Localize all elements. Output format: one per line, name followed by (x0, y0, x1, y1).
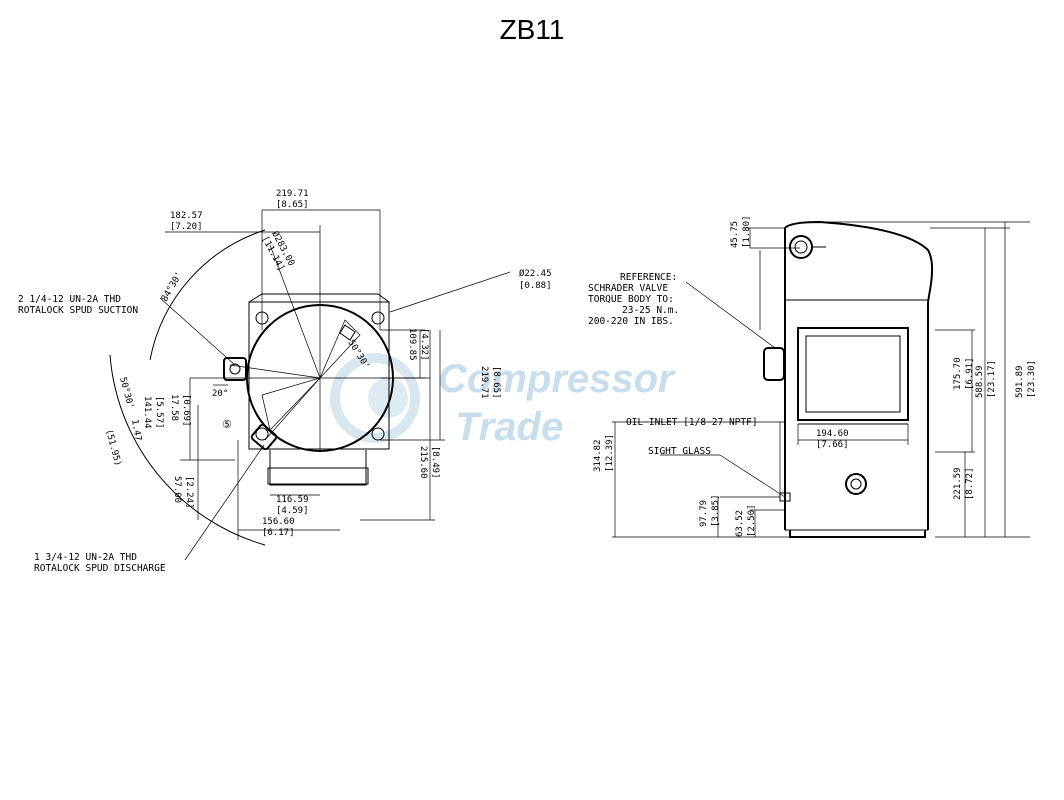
dim-156-60: 156.60 (262, 517, 295, 527)
dim-215-60: 215.60 (418, 446, 428, 479)
dim-219-71-in: [8.65] (276, 200, 309, 210)
sight-glass-label: SIGHT GLASS (648, 446, 711, 457)
dim-45-75-in: [1.80] (742, 215, 752, 248)
dim-182-57: 182.57 (170, 211, 203, 221)
dim-314-82-in: [12.39] (605, 434, 615, 472)
callout-marker: ⑤ (222, 418, 232, 431)
dim-97-79-in: [3.85] (711, 494, 721, 527)
suction-label-1: 2 1/4-12 UN-2A THD (18, 294, 121, 305)
ref-line-3: TORQUE BODY TO: (588, 294, 674, 305)
dim-591-89: 591.89 (1015, 365, 1025, 398)
dim-175-70-in: [6.91] (965, 357, 975, 390)
dim-194-60: 194.60 (816, 429, 849, 439)
dim-219-71-b: 219.71 (479, 366, 489, 399)
dim-156-60-in: [6.17] (262, 528, 295, 538)
dim-141-44-in: [5.57] (154, 396, 164, 429)
dim-182-57-in: [7.20] (170, 222, 203, 232)
angle-84-30: 84°30' (160, 270, 185, 303)
dim-591-89-in: [23.30] (1027, 360, 1037, 398)
dim-221-59: 221.59 (953, 467, 963, 500)
dim-22-45: Ø22.45 (519, 268, 552, 279)
dim-57-00: 57.00 (172, 476, 182, 503)
dim-215-60-in: [8.49] (430, 446, 440, 479)
dim-22-45-in: [0.88] (519, 281, 552, 291)
ref-line-5: 200-220 IN IBS. (588, 316, 674, 327)
dim-588-59-in: [23.17] (987, 360, 997, 398)
dim-63-52-in: [2.50] (747, 504, 757, 537)
dim-109-85: 109.85 (407, 328, 417, 361)
dim-17-58-in: [0.69] (181, 394, 191, 427)
angle-51-95: (51.95) (103, 428, 122, 467)
discharge-label-1: 1 3/4-12 UN-2A THD (34, 552, 137, 563)
ref-line-4: 23-25 N.m. (622, 305, 679, 316)
dim-314-82: 314.82 (593, 439, 603, 472)
dim-116-59-in: [4.59] (276, 506, 309, 516)
ref-line-1: REFERENCE: (620, 272, 677, 283)
side-view (612, 220, 1030, 538)
dim-57-00-in: [2.24] (184, 476, 194, 509)
dim-97-79: 97.79 (699, 500, 709, 527)
dim-219-71-b-in: [8.65] (491, 366, 501, 399)
watermark-line2: Trade (455, 405, 563, 449)
discharge-label-2: ROTALOCK SPUD DISCHARGE (34, 563, 166, 574)
dim-1-47: 1.47 (129, 419, 143, 442)
dim-175-70: 175.70 (953, 357, 963, 390)
angle-20: 20° (212, 389, 228, 399)
dim-17-58: 17.58 (169, 394, 179, 421)
dim-588-59: 588.59 (975, 365, 985, 398)
dim-194-60-in: [7.66] (816, 440, 849, 450)
suction-label-2: ROTALOCK SPUD SUCTION (18, 305, 138, 316)
top-view (109, 209, 511, 561)
dim-141-44: 141.44 (142, 396, 152, 429)
watermark-line1: Compressor (438, 357, 676, 401)
dim-219-71: 219.71 (276, 189, 309, 199)
drawing-title: ZB11 (499, 14, 565, 45)
dim-109-85-in: [4.32] (419, 328, 429, 361)
dim-116-59: 116.59 (276, 495, 309, 505)
dim-45-75: 45.75 (730, 221, 740, 248)
watermark: Compressor Trade (330, 353, 676, 449)
dim-63-52: 63.52 (735, 510, 745, 537)
ref-line-2: SCHRADER VALVE (588, 283, 668, 294)
dim-221-59-in: [8.72] (965, 467, 975, 500)
oil-inlet-label: OIL-INLET [1/8-27 NPTF] (626, 417, 758, 428)
